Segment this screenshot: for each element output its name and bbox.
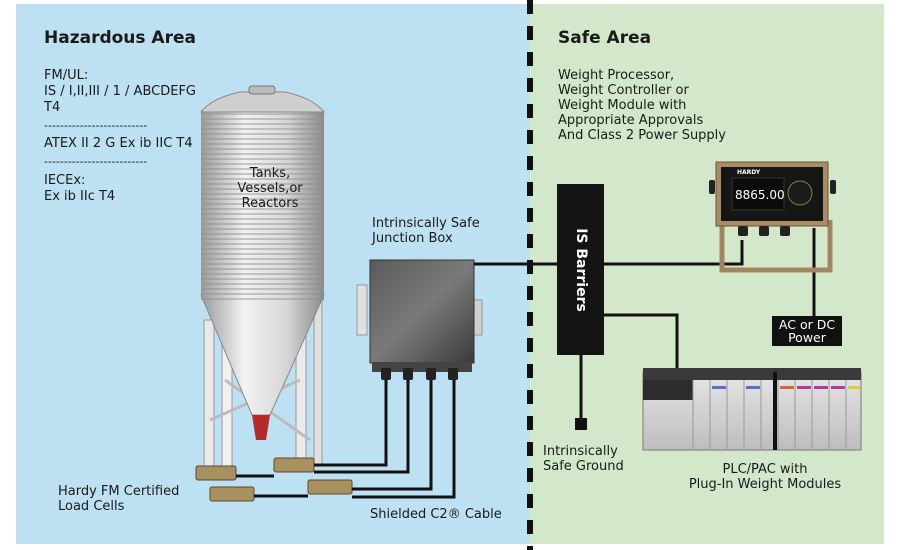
safe-area-description: Weight Processor, Weight Controller or W… [558,68,726,143]
load-cells [195,457,353,502]
wiring [236,228,816,499]
controller-brand: HARDY [737,169,761,176]
weight-controller: HARDY 8865.00 [709,161,836,273]
load-cells-label: Hardy FM Certified Load Cells [58,484,180,514]
area-divider [527,0,533,550]
is-barriers-label: IS Barriers [572,227,589,312]
power-label-text: AC or DC Power [778,317,836,345]
silo-vessel [199,85,326,471]
junction-box [356,259,483,380]
separator: -------------------------- [44,119,148,132]
power-label: AC or DC Power [772,316,842,346]
safe-area-title: Safe Area [558,28,652,48]
atex-classification: ATEX II 2 G Ex ib IIC T4 [44,136,193,151]
vessel-label: Tanks, Vessels,or Reactors [237,166,303,211]
cable-label: Shielded C2® Cable [370,507,502,522]
plc-rack [642,368,862,451]
fm-ul-temp-class: T4 [44,100,61,115]
iecex-heading: IECEx: [44,173,86,188]
controller-display-value: 8865.00 [735,188,785,202]
separator: -------------------------- [44,155,148,168]
junction-box-label: Intrinsically Safe Junction Box [372,216,480,246]
plc-label: PLC/PAC with Plug-In Weight Modules [688,462,842,492]
fm-ul-classification: IS / I,II,III / 1 / ABCDEFG [44,84,196,99]
hazardous-area-title: Hazardous Area [44,28,196,48]
iecex-classification: Ex ib IIc T4 [44,189,116,204]
ground-label: Intrinsically Safe Ground [543,444,624,474]
is-barriers-block [557,184,604,355]
fm-ul-heading: FM/UL: [44,68,89,83]
ground-terminal [575,418,587,430]
is-barriers-label-wrap: IS Barriers [557,184,604,355]
